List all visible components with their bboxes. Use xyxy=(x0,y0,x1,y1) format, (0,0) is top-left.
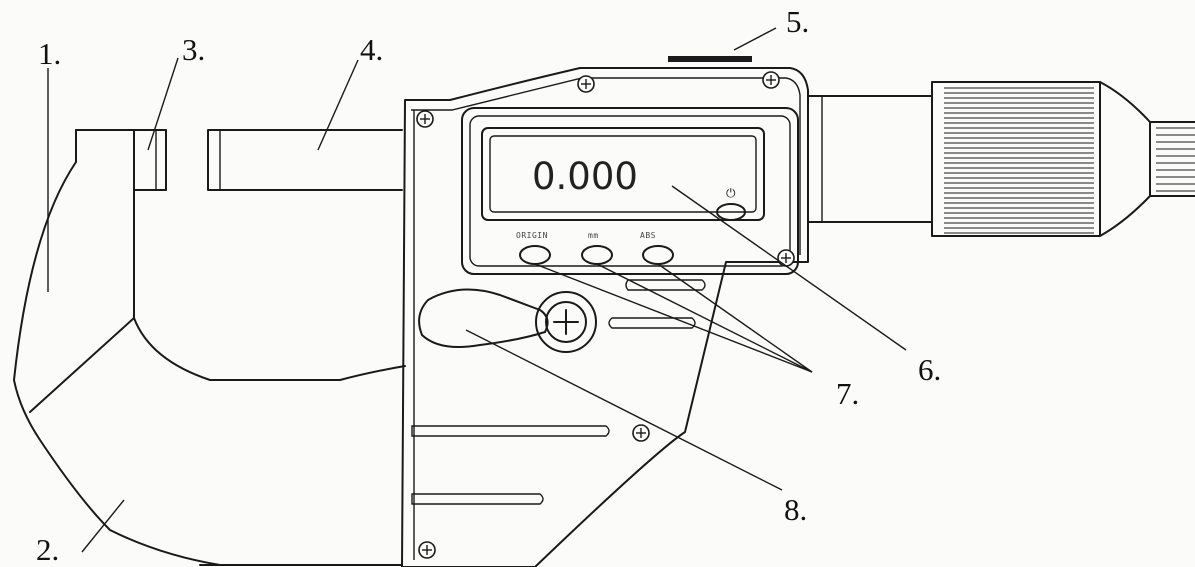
screw-icon xyxy=(762,71,780,89)
lock-lever[interactable] xyxy=(418,288,597,353)
lcd-reading: 0.000 xyxy=(532,155,638,198)
origin-button[interactable] xyxy=(519,245,551,265)
callout-4: 4. xyxy=(360,32,383,67)
callout-5: 5. xyxy=(786,4,809,39)
callout-2: 2. xyxy=(36,532,59,567)
spindle xyxy=(207,129,403,191)
display-panel xyxy=(461,107,799,275)
leader-lines xyxy=(47,27,907,553)
screw-icon xyxy=(632,424,650,442)
data-port xyxy=(668,56,752,62)
housing xyxy=(401,67,809,567)
thimble[interactable] xyxy=(931,81,1101,237)
callout-8: 8. xyxy=(784,492,807,527)
callout-7: 7. xyxy=(836,376,859,411)
screw-icon xyxy=(577,75,595,93)
sleeve xyxy=(807,95,933,223)
screw-icon xyxy=(777,249,795,267)
screw-icon xyxy=(416,110,434,128)
callout-6: 6. xyxy=(918,352,941,387)
mm-label: mm xyxy=(588,231,599,240)
origin-label: ORIGIN xyxy=(516,231,548,240)
callout-3: 3. xyxy=(182,32,205,67)
ratchet[interactable] xyxy=(1099,81,1195,237)
callout-1: 1. xyxy=(38,36,61,71)
abs-button[interactable] xyxy=(642,245,674,265)
housing-slots xyxy=(411,279,706,505)
screws xyxy=(416,71,795,559)
screw-icon xyxy=(418,541,436,559)
power-icon: ⏻ xyxy=(726,186,736,200)
frame xyxy=(13,129,406,566)
anvil xyxy=(133,129,167,191)
power-button[interactable]: ⏻ xyxy=(716,186,746,221)
mm-button[interactable] xyxy=(581,245,613,265)
abs-label: ABS xyxy=(640,231,656,240)
